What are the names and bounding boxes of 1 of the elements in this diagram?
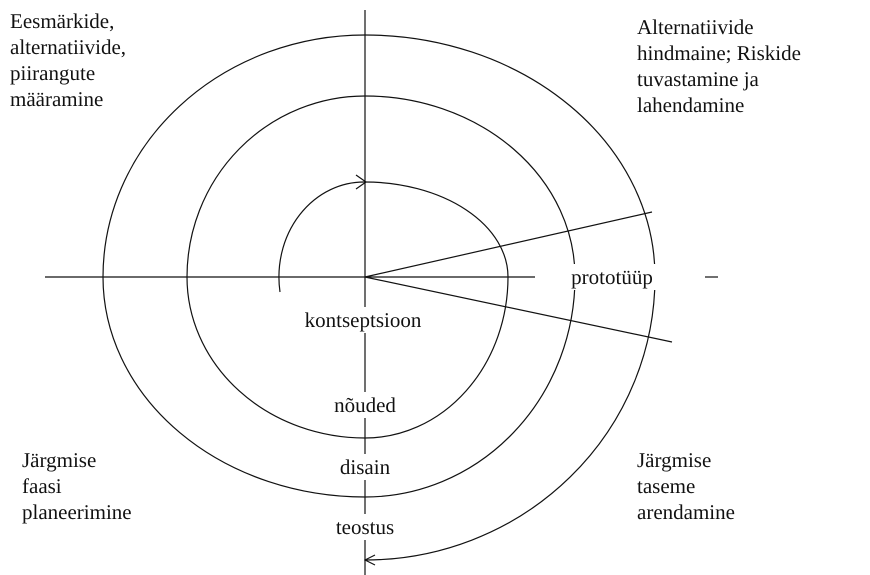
milestone-label: prototüüp xyxy=(568,264,656,290)
